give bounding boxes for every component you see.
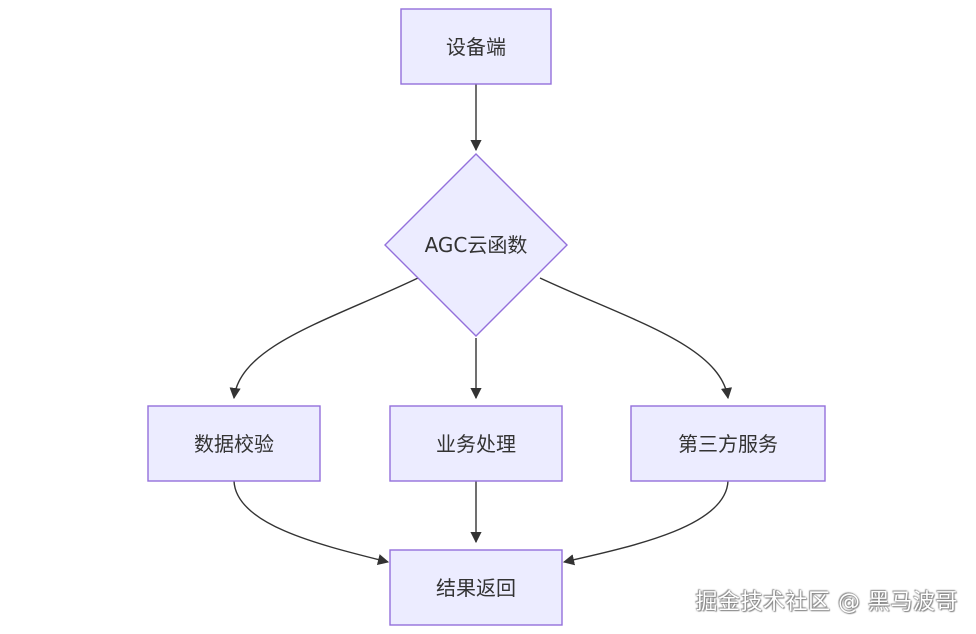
edge-cloud-function-to-validation [229,277,419,400]
node-third-party: 第三方服务 [630,405,826,482]
edges [229,84,733,566]
node-third-party-label: 第三方服务 [678,432,778,456]
node-business-label: 业务处理 [436,432,516,456]
edge-third-party-to-result [562,480,729,566]
node-result: 结果返回 [389,549,563,626]
watermark: 掘金技术社区 @ 黑马波哥 [695,590,958,615]
node-validation: 数据校验 [147,405,321,482]
node-cloud-function-label: AGC云函数 [425,233,528,257]
node-business: 业务处理 [389,405,563,482]
node-cloud-function: AGC云函数 [384,153,568,337]
edge-validation-to-result [233,480,390,565]
node-validation-label: 数据校验 [194,432,274,456]
node-result-label: 结果返回 [436,576,516,600]
node-device-label: 设备端 [446,35,506,59]
node-device: 设备端 [400,8,552,85]
edge-cloud-function-to-third-party [539,277,733,400]
